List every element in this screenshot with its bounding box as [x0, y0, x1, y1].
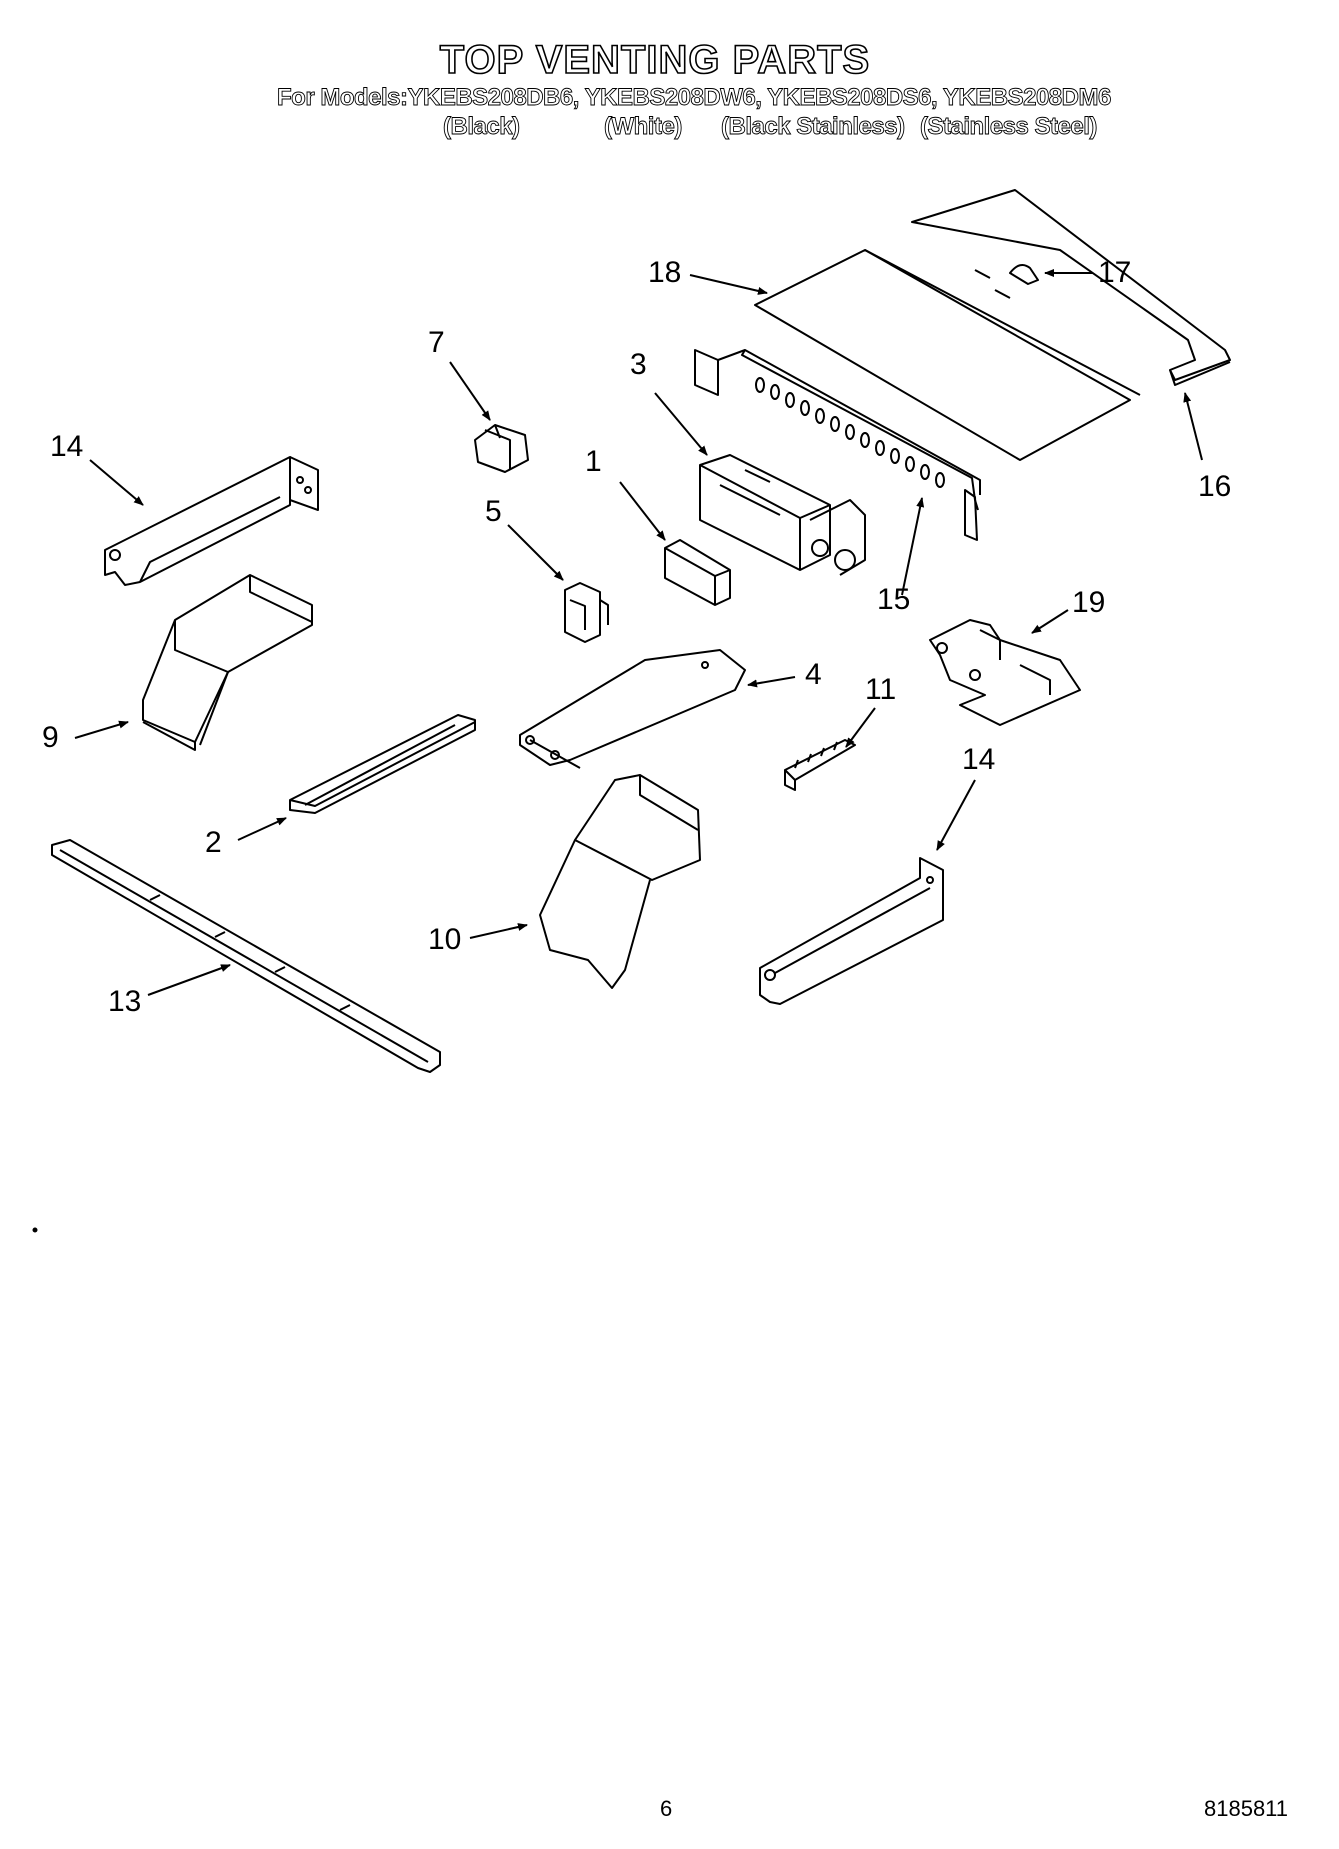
leader-5	[507, 524, 564, 581]
part-17-clip	[1009, 263, 1039, 285]
callout-14-left: 14	[50, 430, 84, 463]
callout-2: 2	[205, 826, 222, 859]
callout-18: 18	[648, 256, 682, 289]
page-number: 6	[660, 1796, 673, 1821]
callout-10: 10	[428, 923, 462, 956]
leader-3	[654, 392, 708, 456]
part-5-switch	[564, 582, 609, 643]
part-9-duct	[142, 574, 313, 751]
part-2-rail	[289, 714, 476, 814]
leader-7	[449, 361, 491, 421]
leader-2	[237, 817, 287, 841]
part-13-trim-strip	[51, 839, 441, 1073]
callout-1: 1	[585, 445, 602, 478]
part-10-duct	[539, 774, 701, 989]
part-18-vent-cover	[754, 249, 1141, 461]
leader-1	[619, 481, 666, 541]
part-19-bracket	[929, 619, 1081, 726]
callout-5: 5	[485, 495, 502, 528]
callout-13: 13	[108, 985, 142, 1018]
finish-black-stainless: (Black Stainless)	[721, 113, 906, 141]
part-14-side-bracket-left	[104, 456, 319, 586]
callout-9: 9	[42, 721, 59, 754]
callout-7: 7	[428, 326, 445, 359]
callout-11: 11	[865, 673, 897, 706]
leader-19	[1031, 609, 1069, 634]
models-line: For Models:YKEBS208DB6, YKEBS208DW6, YKE…	[277, 84, 1112, 112]
callout-15: 15	[877, 583, 911, 616]
callout-16: 16	[1198, 470, 1232, 503]
leader-15	[901, 497, 925, 596]
callout-4: 4	[805, 658, 822, 691]
part-3-vent-motor	[699, 454, 866, 576]
callout-17: 17	[1098, 256, 1132, 289]
leader-14a	[89, 459, 144, 506]
callout-19: 19	[1072, 586, 1106, 619]
leader-18	[689, 274, 768, 295]
page-title: TOP VENTING PARTS	[439, 37, 871, 83]
leader-16	[1183, 392, 1203, 461]
stray-dot	[32, 1227, 38, 1233]
finish-stainless-steel: (Stainless Steel)	[920, 113, 1098, 141]
callout-3: 3	[630, 348, 647, 381]
finish-black: (Black)	[443, 113, 521, 141]
leader-9	[74, 720, 129, 739]
part-4-mounting-plate	[519, 649, 746, 769]
part-1-block	[664, 539, 731, 606]
part-7-terminal-block	[474, 424, 529, 473]
leader-13	[147, 964, 231, 996]
finish-white: (White)	[604, 113, 683, 141]
document-number: 8185811	[1204, 1796, 1289, 1821]
leader-14b	[936, 779, 976, 851]
leader-11	[845, 707, 876, 748]
part-14-side-bracket-right	[759, 857, 944, 1005]
part-15-perforated-channel	[694, 349, 981, 541]
leader-10	[469, 923, 528, 939]
part-11-terminal-strip	[784, 739, 856, 791]
part-16-rear-panel	[911, 189, 1231, 386]
callout-14-right: 14	[962, 743, 996, 776]
leader-4	[747, 676, 796, 688]
